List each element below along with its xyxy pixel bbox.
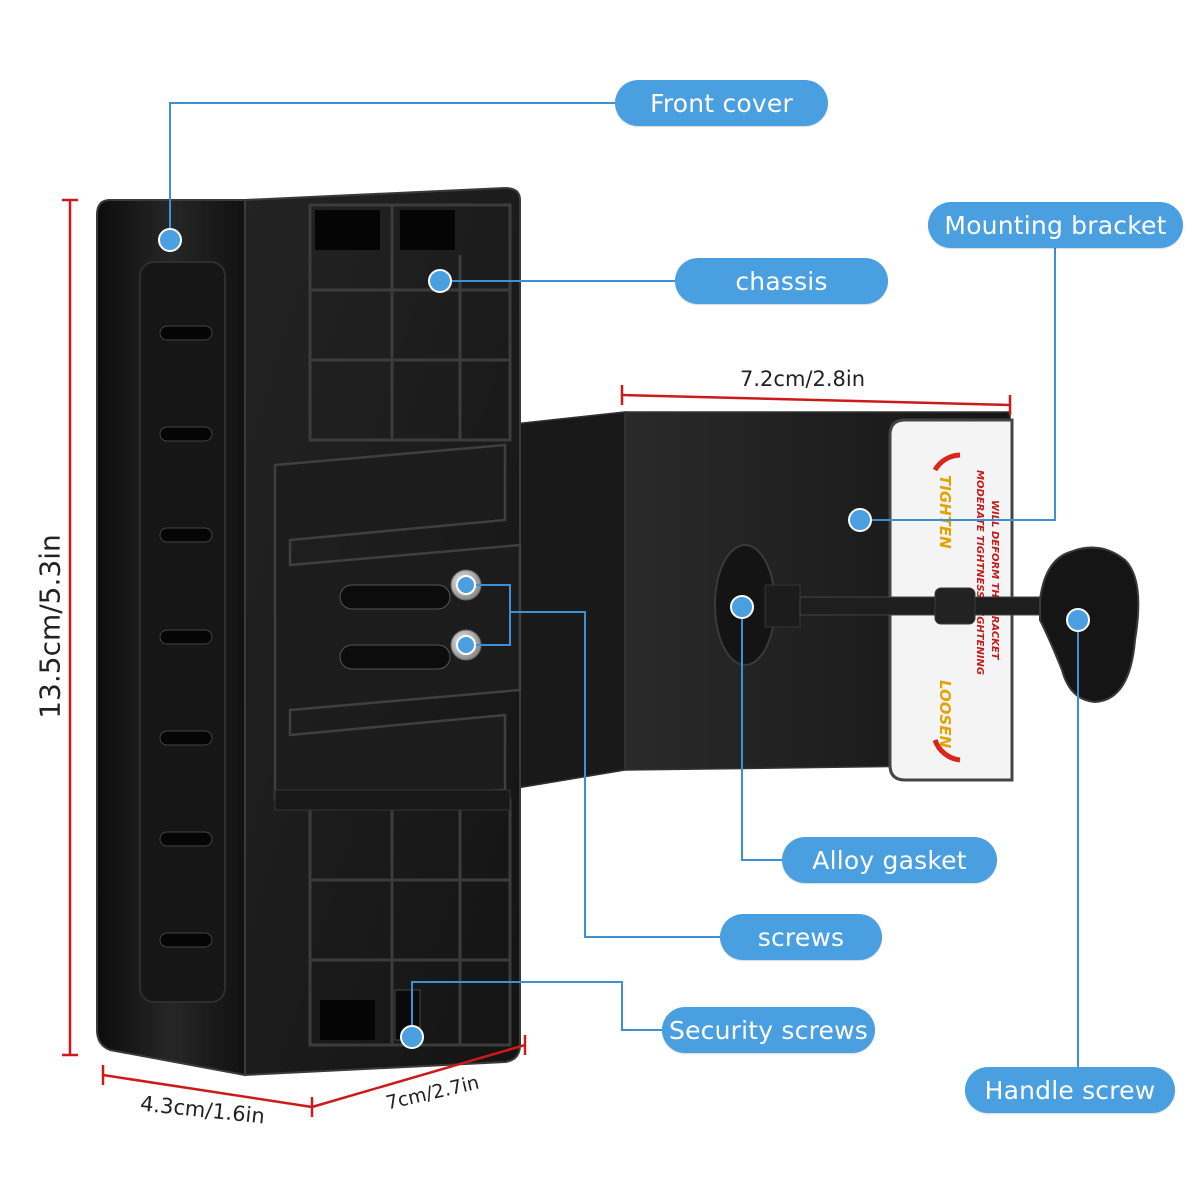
security-screws-dot (400, 1025, 424, 1049)
mounting-bracket-dot (848, 508, 872, 532)
screw-slots (339, 584, 451, 670)
screw-lower-dot (456, 635, 476, 655)
handle-screw-dot (1066, 608, 1090, 632)
label-mounting-bracket: Mounting bracket (928, 202, 1183, 248)
handle-knob (1039, 546, 1140, 704)
label-alloy-gasket: Alloy gasket (782, 837, 997, 883)
label-handle-screw: Handle screw (965, 1067, 1175, 1113)
dimension-bracket-width: 7.2cm/2.8in (740, 367, 866, 391)
label-screws: screws (720, 914, 882, 960)
alloy-gasket-dot (730, 595, 754, 619)
slide-plate (273, 443, 522, 802)
width-dimension-line (621, 393, 1011, 407)
label-chassis: chassis (675, 258, 888, 304)
callout-dots (158, 228, 1090, 1049)
sticker-loosen: LOOSEN (936, 680, 954, 749)
sticker-warning-line2: WILL DEFORM THE BRACKET (989, 500, 1000, 661)
depth-left-dimension-line (102, 1073, 313, 1109)
loosen-arrow-icon (932, 739, 961, 763)
depth-right-dimension-line (311, 1043, 526, 1109)
main-body (96, 186, 522, 1077)
clamp-assembly (714, 544, 1140, 704)
front-cover-dot (158, 228, 182, 252)
dimension-lines (62, 198, 1012, 1117)
tighten-arrow-icon (932, 452, 961, 472)
label-front-cover: Front cover (615, 80, 828, 126)
vent-slots (159, 325, 213, 948)
chassis-dot (428, 269, 452, 293)
dimension-height: 13.5cm/5.3in (33, 534, 67, 719)
screw-upper-dot (456, 575, 476, 595)
sticker-tighten: TIGHTEN (936, 475, 954, 549)
callout-lines (169, 102, 1079, 1091)
label-security-screws: Security screws (662, 1007, 875, 1053)
sticker-warning-line1: MODERATE TIGHTNESS, TIGHTENING (974, 470, 985, 675)
